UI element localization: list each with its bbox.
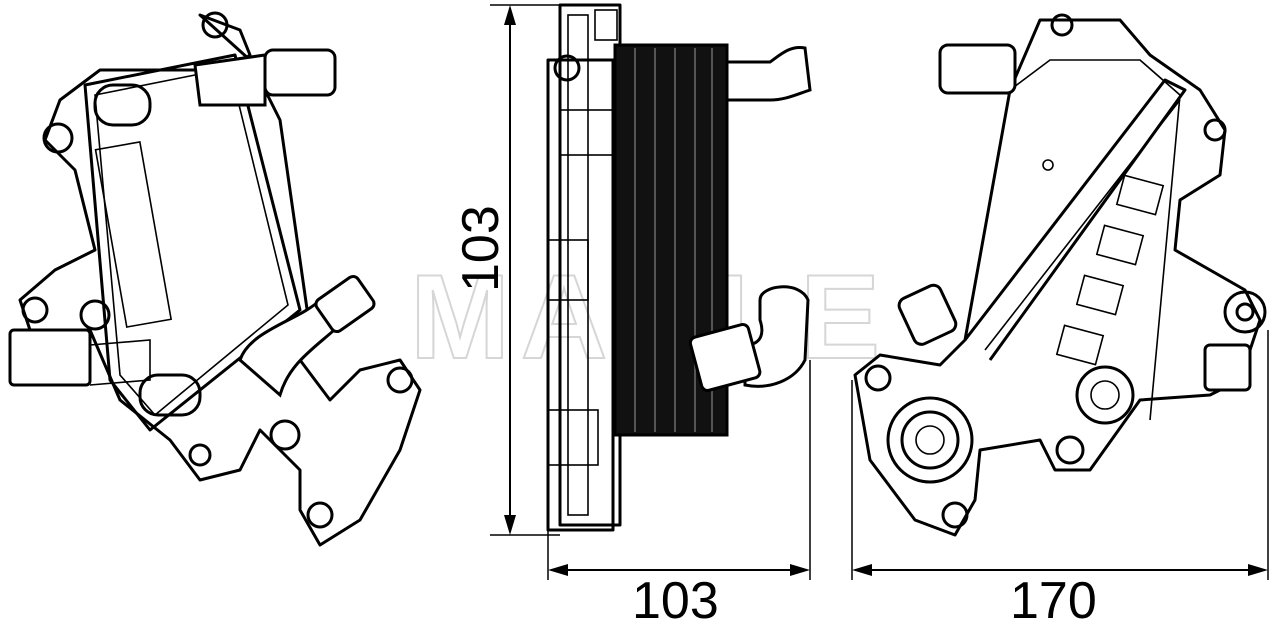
dimension-rear-width: 170 [851, 330, 1269, 630]
side-view [546, 3, 812, 532]
dimension-height: 103 [452, 4, 560, 536]
front-view [8, 11, 422, 547]
rear-width-dimension-label: 170 [1010, 572, 1097, 630]
dimension-side-width: 103 [547, 360, 811, 630]
height-dimension-label: 103 [452, 205, 510, 292]
side-width-dimension-label: 103 [632, 572, 719, 630]
rear-view [853, 13, 1267, 537]
